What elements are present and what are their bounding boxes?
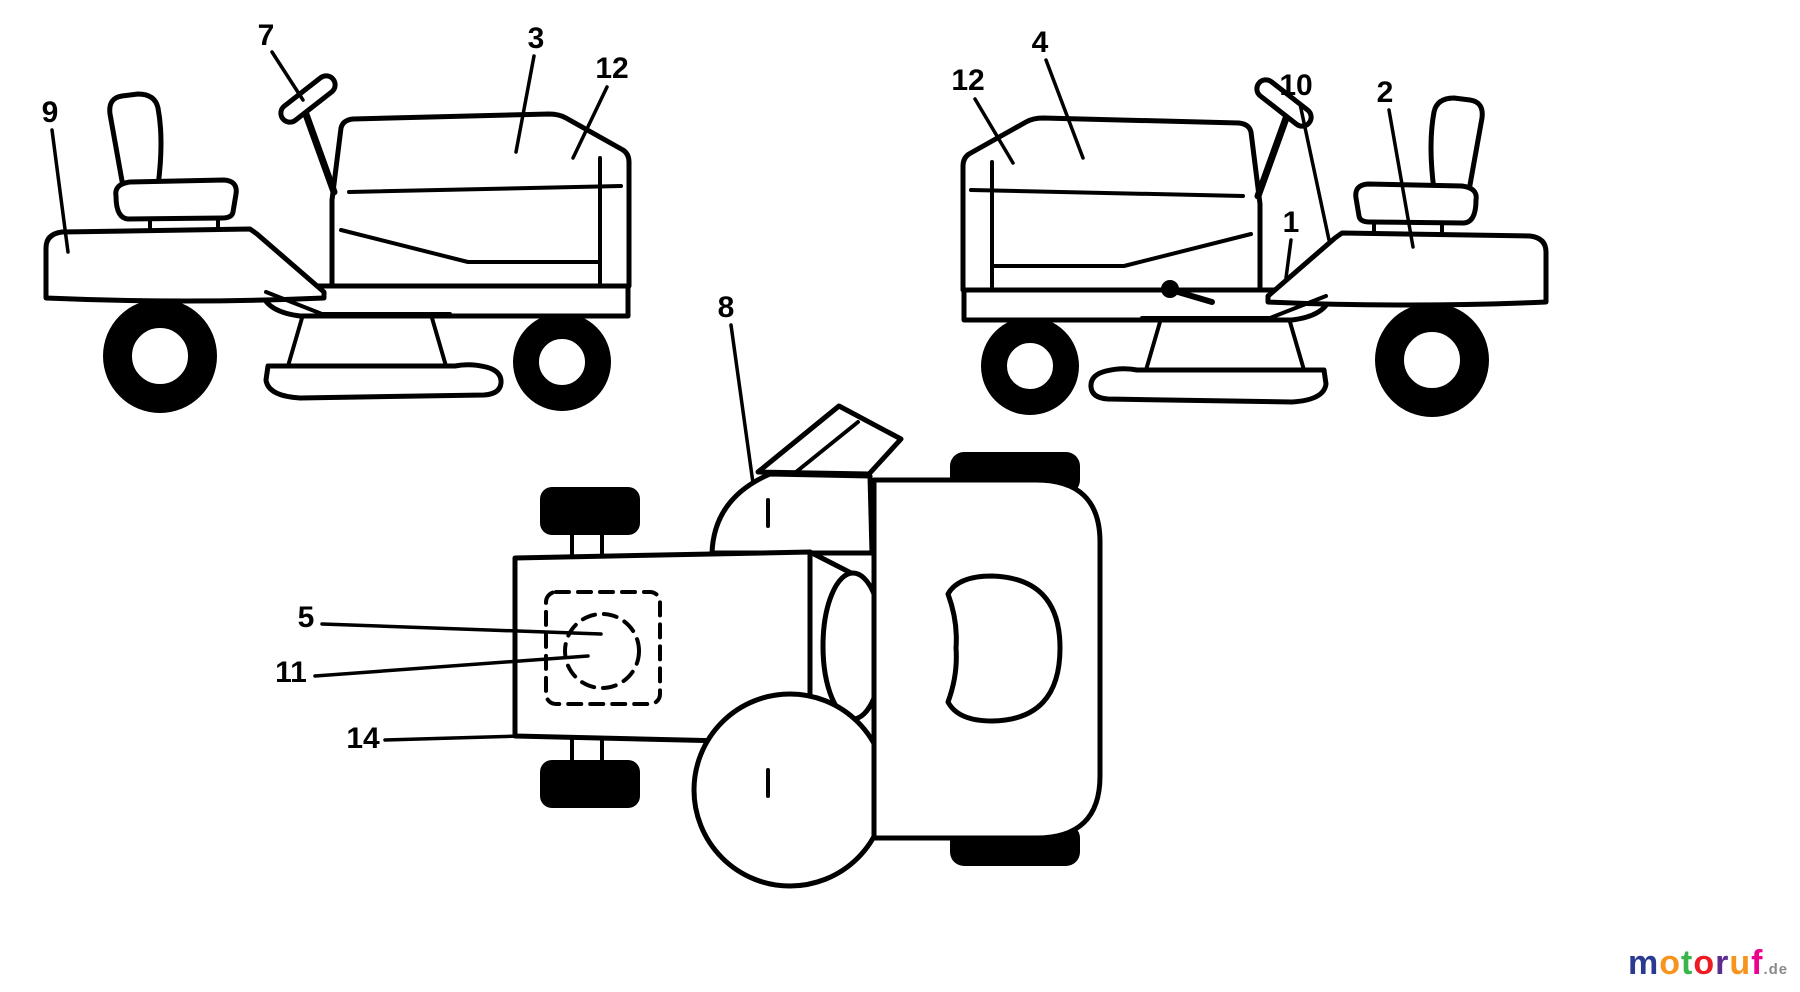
callout-label-7: 7 xyxy=(257,19,275,52)
logo-letter-m: m xyxy=(1628,944,1660,982)
leader-line-1 xyxy=(1284,238,1293,280)
callout-label-9: 9 xyxy=(41,96,59,129)
leader-line-8 xyxy=(729,323,755,485)
logo-letter-f: f xyxy=(1751,944,1764,982)
decal-circle-dashed xyxy=(563,612,641,690)
seat-top-view xyxy=(945,573,1063,724)
body-shoulder-top xyxy=(709,471,875,556)
front-wheel-top xyxy=(540,487,640,535)
logo-letter-o2: o xyxy=(1693,944,1716,982)
logo-letter-u: u xyxy=(1729,944,1752,982)
leader-line-5 xyxy=(320,622,603,636)
chute-fold-line xyxy=(794,420,860,474)
leader-line-12-left xyxy=(571,85,609,160)
steering-wheel-top xyxy=(691,691,889,889)
callout-label-8: 8 xyxy=(717,291,735,324)
callout-label-10: 10 xyxy=(1279,69,1313,102)
callout-label-14: 14 xyxy=(346,722,380,755)
callout-label-4: 4 xyxy=(1031,26,1049,59)
ignition-knob xyxy=(1161,280,1179,298)
logo-letter-o1: o xyxy=(1659,944,1682,982)
leader-line-9 xyxy=(50,128,70,254)
callout-label-12-right: 12 xyxy=(951,64,985,97)
callout-leader-lines xyxy=(50,50,1415,742)
logo-letter-t: t xyxy=(1681,944,1694,982)
leader-line-4 xyxy=(1044,58,1085,160)
leader-line-7 xyxy=(270,50,305,102)
ignition-lever xyxy=(1175,289,1215,305)
logo-letter-r: r xyxy=(1715,944,1730,982)
callout-label-5: 5 xyxy=(297,601,315,634)
front-axles xyxy=(570,533,604,762)
leader-line-14 xyxy=(383,734,522,742)
callout-label-3: 3 xyxy=(527,22,545,55)
callout-label-12-left: 12 xyxy=(595,52,629,85)
motoruf-logo[interactable]: motoruf.de xyxy=(1628,946,1788,980)
discharge-chute xyxy=(755,403,904,477)
leader-line-2 xyxy=(1387,108,1415,249)
tractor-side-view-right xyxy=(963,76,1546,417)
leader-line-3 xyxy=(514,54,536,154)
front-wheel-bottom xyxy=(540,760,640,808)
callout-label-2: 2 xyxy=(1376,76,1394,109)
tractor-side-view-left xyxy=(46,72,629,413)
callout-label-1: 1 xyxy=(1282,206,1300,239)
tractor-top-view xyxy=(512,403,1103,889)
leader-line-11 xyxy=(313,654,590,678)
logo-suffix: .de xyxy=(1763,961,1789,978)
leader-line-12-right xyxy=(973,97,1015,165)
callout-label-11: 11 xyxy=(275,656,307,689)
decal-outline-dashed xyxy=(544,590,662,706)
leader-line-10 xyxy=(1298,102,1331,242)
